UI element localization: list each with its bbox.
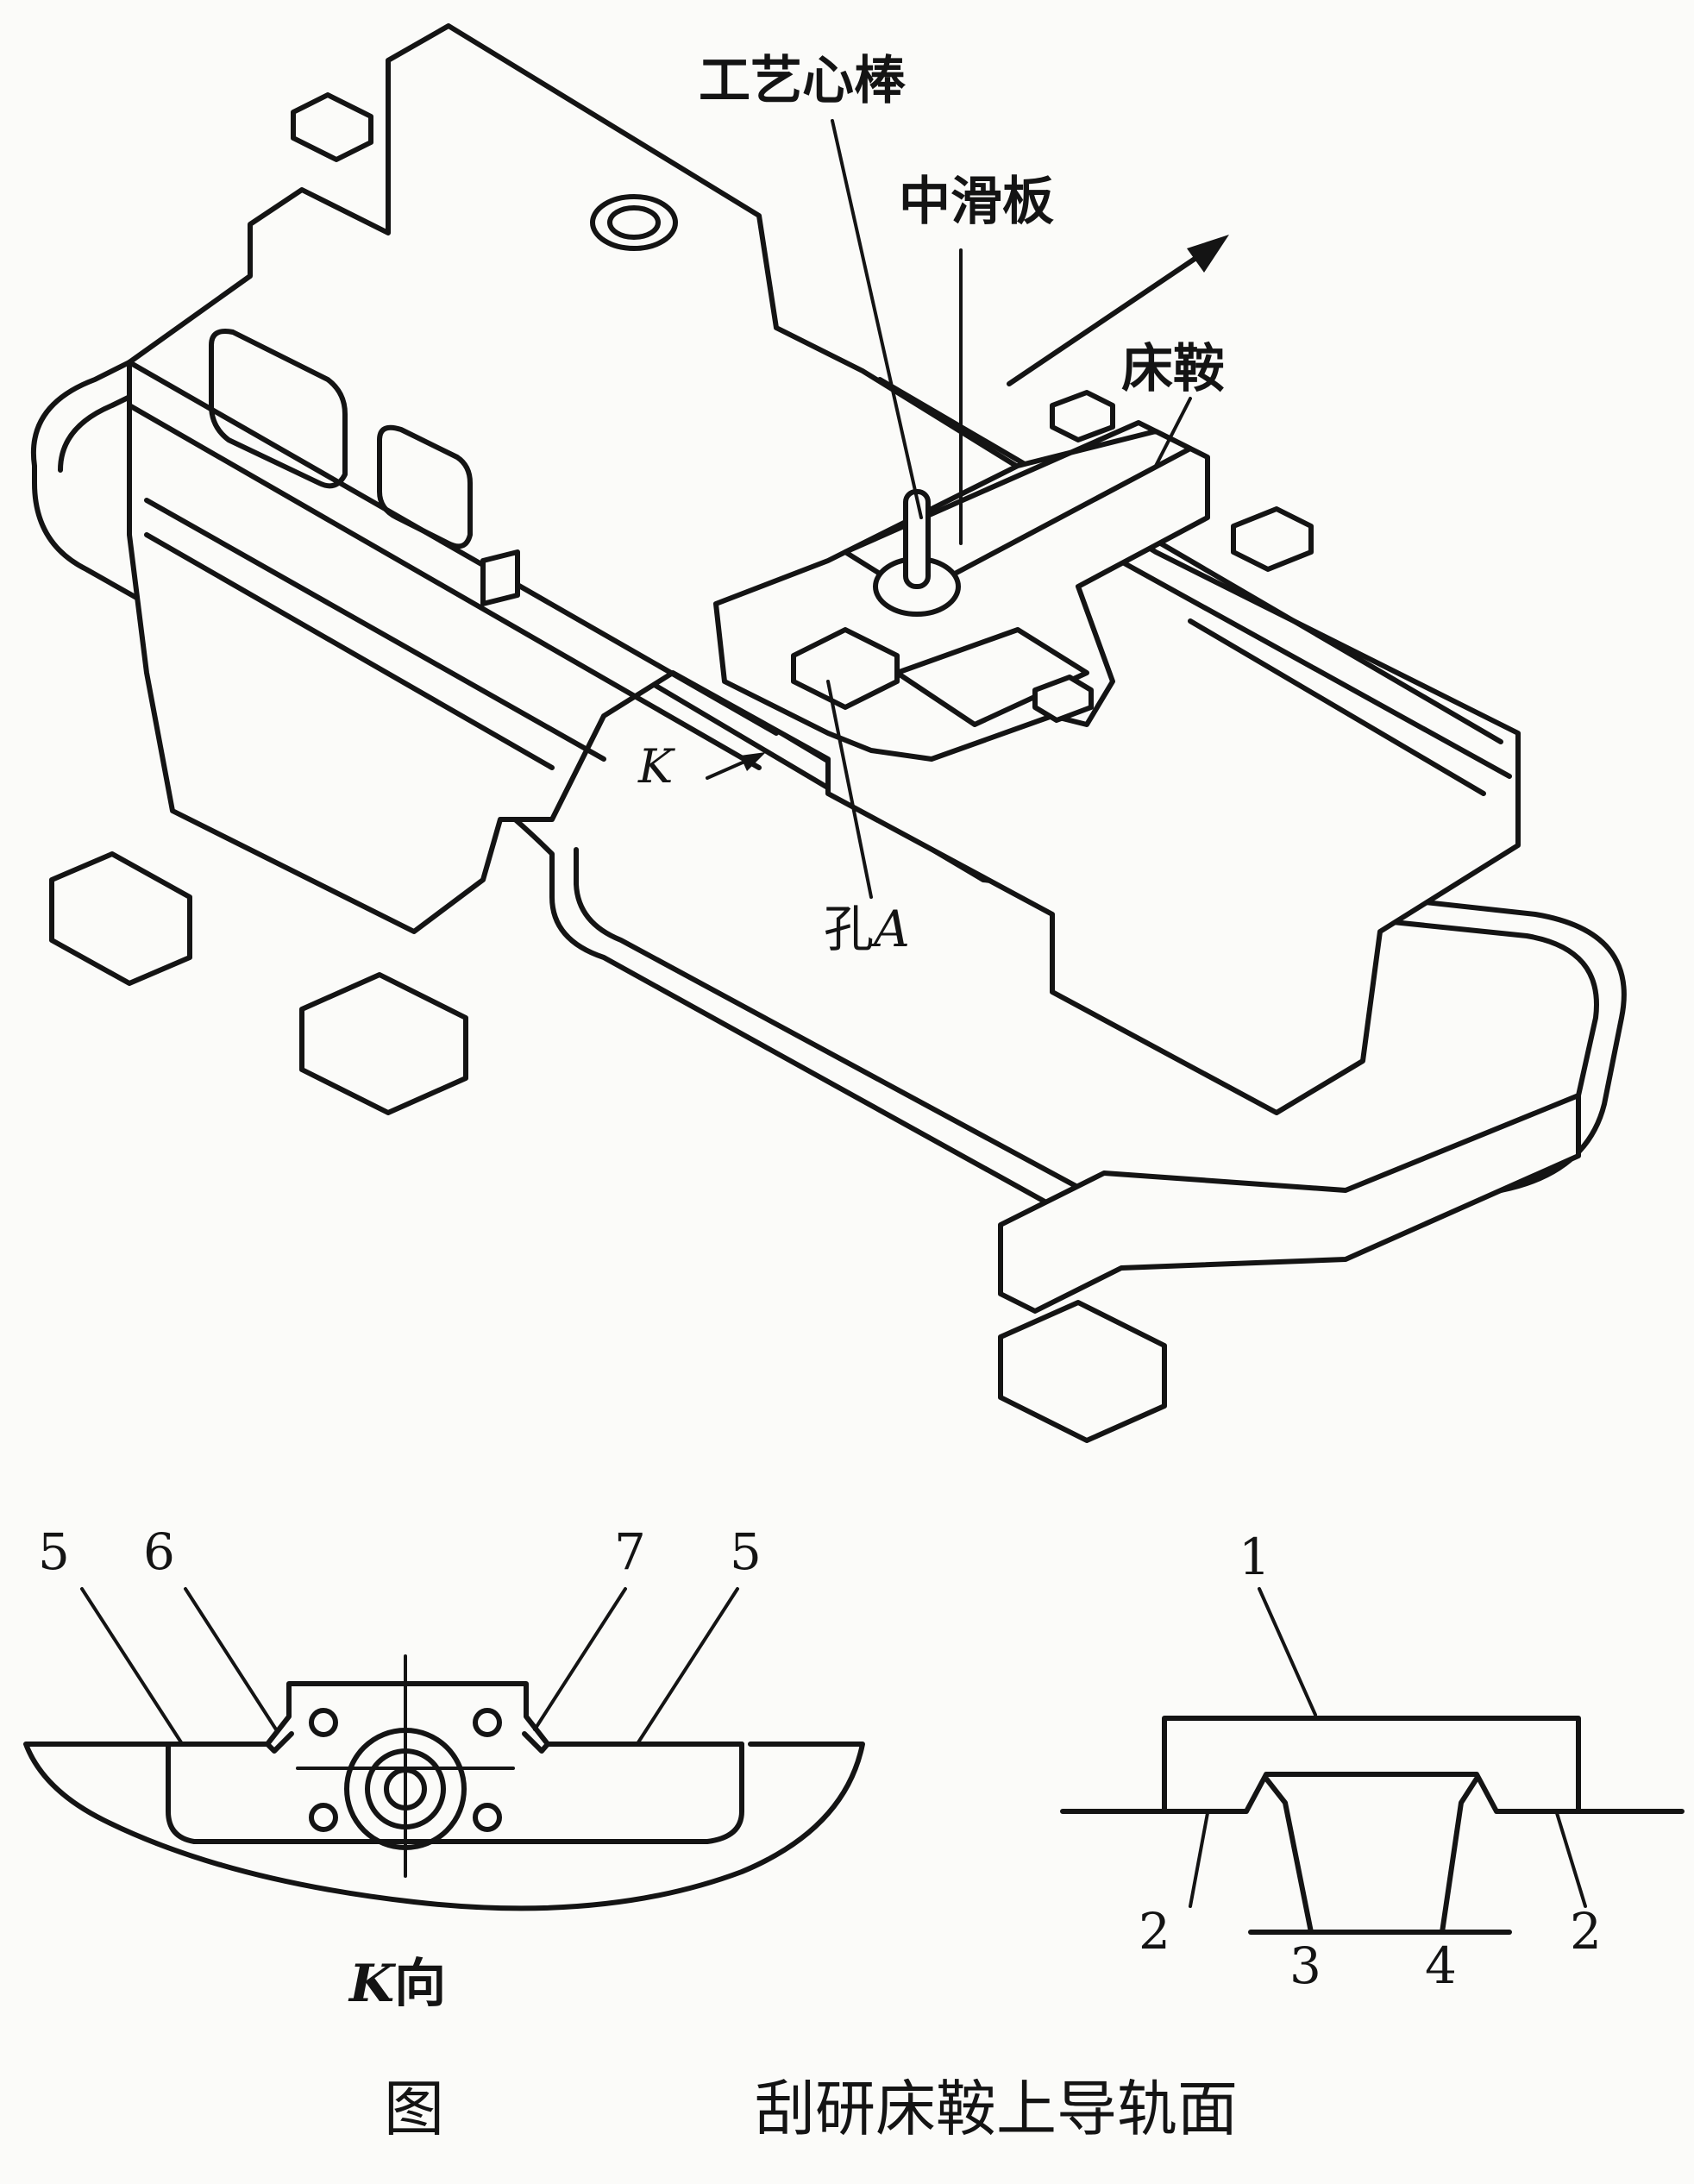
k-view-pocket — [166, 1742, 744, 1844]
bed-window-2 — [377, 424, 473, 549]
motion-arrow-head — [1187, 235, 1229, 273]
bed-round-boss — [590, 194, 678, 251]
caption-prefix: 图 — [384, 2074, 444, 2144]
leader-carriage — [1154, 397, 1192, 468]
k-view-number-5-right: 5 — [730, 1522, 762, 1581]
leader-hole-a — [826, 680, 873, 899]
bed-rail-line-3 — [144, 498, 606, 762]
label-k-arrow: K — [638, 739, 674, 794]
bed-rail-line-5 — [877, 377, 1503, 744]
caption-text: 刮研床鞍上导轨面 — [755, 2074, 1238, 2144]
k-view-title: K向 — [349, 1958, 446, 2010]
k-view-outer-curve — [23, 1742, 865, 1911]
bed-foot-mid — [299, 972, 468, 1115]
bed-window-1 — [209, 329, 348, 489]
bed-end-block — [998, 1093, 1581, 1314]
leader-mandrel — [831, 119, 923, 519]
k-view-bolt-1 — [309, 1708, 338, 1737]
bed-block-right — [1231, 506, 1314, 572]
section-leader-2-right — [1555, 1811, 1587, 1908]
carriage-block-rear — [1050, 390, 1115, 442]
k-view-leader-7 — [533, 1587, 627, 1731]
motion-arrow-shaft — [1007, 248, 1210, 386]
k-view-bolt-3 — [309, 1803, 338, 1832]
k-view-number-6: 6 — [143, 1522, 175, 1581]
label-hole-prefix: 孔 — [824, 900, 875, 958]
carriage-wing — [894, 627, 1089, 727]
section-number-2-right: 2 — [1570, 1902, 1602, 1961]
section-rail — [1264, 1776, 1479, 1935]
k-view-title-letter: K — [349, 1954, 395, 2014]
label-hole-letter: A — [874, 900, 910, 958]
bed-top-block-1 — [291, 92, 373, 162]
carriage-block-front — [791, 627, 900, 710]
k-view-bolt-2 — [473, 1708, 502, 1737]
k-view-top-plate — [166, 1681, 744, 1747]
section-saddle — [1162, 1716, 1581, 1814]
k-arrow-head — [740, 752, 766, 771]
k-view-notch-right — [522, 1731, 550, 1754]
label-hole-a: 孔A — [824, 904, 910, 954]
section-number-3: 3 — [1289, 1936, 1321, 1995]
bed-rail-line-7 — [1188, 618, 1486, 796]
section-leader-2-left — [1189, 1811, 1209, 1908]
section-number-1: 1 — [1239, 1528, 1270, 1586]
bed-round-boss-inner — [607, 205, 661, 240]
k-view-bolt-4 — [473, 1803, 502, 1832]
section-number-2-left: 2 — [1139, 1902, 1170, 1961]
k-view-number-7: 7 — [614, 1522, 646, 1581]
k-view-number-5-left: 5 — [38, 1522, 70, 1581]
label-mandrel: 工艺心棒 — [699, 51, 906, 111]
bed-foot-right — [998, 1300, 1167, 1443]
label-carriage: 床鞍 — [1121, 339, 1225, 399]
carriage-block-right — [1032, 675, 1094, 723]
bed-rail-line-6 — [1101, 549, 1512, 779]
k-view-leader-6 — [184, 1587, 278, 1731]
k-view-leader-5-right — [637, 1587, 739, 1744]
k-view-leader-5-left — [80, 1587, 183, 1744]
k-view-title-suffix: 向 — [394, 1954, 447, 2014]
bed-foot-left — [49, 851, 192, 986]
bed-rail-line-2 — [127, 403, 762, 770]
label-cross-slide: 中滑板 — [899, 172, 1054, 232]
section-leader-1 — [1258, 1587, 1317, 1716]
bed-block-left — [480, 549, 520, 606]
k-view-notch-left — [265, 1731, 294, 1754]
bed-rail-line-4 — [144, 532, 555, 770]
section-number-4: 4 — [1425, 1936, 1457, 1995]
